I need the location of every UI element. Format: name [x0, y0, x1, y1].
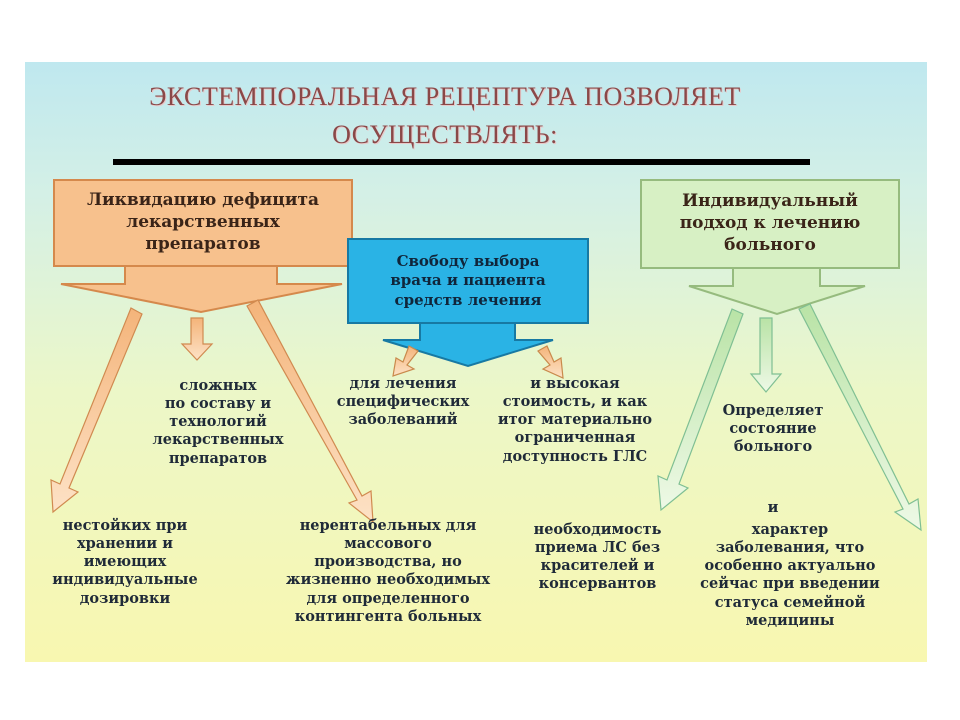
arrow-to-specific — [392, 345, 419, 377]
arrow-to-character — [798, 303, 922, 532]
arrow-to-cost — [537, 345, 564, 379]
box-freedom-of-choice-text: Свободу выбора врача и пациента средств … — [390, 252, 546, 309]
title-underline — [113, 159, 810, 165]
box-freedom-of-choice: Свободу выбора врача и пациента средств … — [347, 238, 589, 324]
note-high-cost: и высокая стоимость, и как итог материал… — [497, 375, 653, 465]
note-disease-character: характер заболевания, что особенно актуа… — [700, 521, 880, 629]
box-deficit-elimination-text: Ликвидацию дефицита лекарственных препар… — [86, 190, 319, 254]
right-box-arrow — [688, 266, 866, 316]
note-and: и — [767, 499, 779, 516]
note-patient-condition: Определяет состояние больного — [722, 402, 824, 456]
title-line-2: ОСУЩЕСТВЛЯТЬ: — [332, 120, 558, 149]
arrow-to-complex — [180, 317, 214, 361]
arrows-layer — [50, 264, 922, 532]
note-specific-diseases: для лечения специфических заболеваний — [336, 375, 470, 429]
title-line-1: ЭКСТЕМПОРАЛЬНАЯ РЕЦЕПТУРА ПОЗВОЛЯЕТ — [149, 82, 741, 111]
box-individual-approach-text: Индивидуальный подход к лечению больного — [679, 191, 861, 255]
arrow-to-defines — [749, 317, 783, 393]
note-complex-drugs: сложных по составу и технологий лекарств… — [152, 377, 284, 467]
box-individual-approach: Индивидуальный подход к лечению больного — [640, 179, 900, 269]
arrow-to-unstable — [50, 307, 143, 514]
left-box-arrow — [60, 264, 343, 314]
center-box-arrow — [382, 321, 554, 368]
box-deficit-elimination: Ликвидацию дефицита лекарственных препар… — [53, 179, 353, 267]
note-unstable-drugs: нестойких при хранении и имеющих индивид… — [52, 517, 198, 607]
arrow-to-unprofitable — [246, 299, 374, 524]
note-unprofitable-drugs: нерентабельных для массового производств… — [285, 517, 491, 625]
arrow-to-need — [657, 308, 744, 512]
note-no-dyes-preservatives: необходимость приема ЛС без красителей и… — [533, 521, 662, 593]
slide: ЭКСТЕМПОРАЛЬНАЯ РЕЦЕПТУРА ПОЗВОЛЯЕТ ОСУЩ… — [25, 62, 927, 662]
